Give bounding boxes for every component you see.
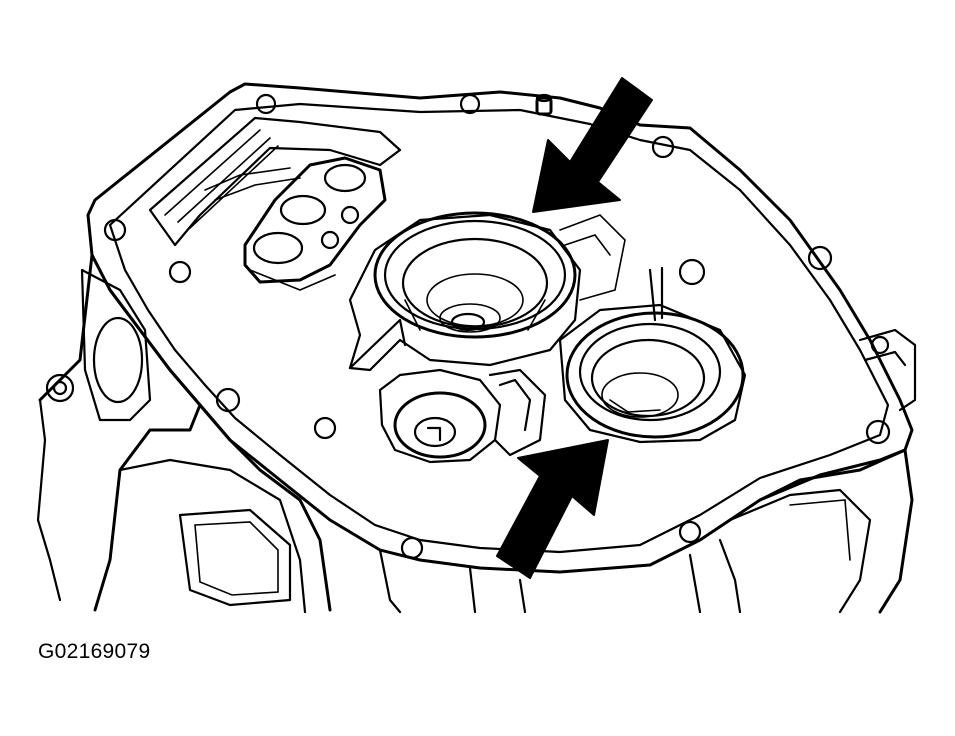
upper-bearing-bore [348,211,582,372]
bolt-holes [45,93,891,560]
oil-passage-cluster [243,156,387,291]
figure-code-label: G02169079 [38,640,151,663]
arrow-pointing-upper-bore [532,77,653,213]
arrow-pointing-lower-bore [496,439,609,579]
center-shaft-boss [378,214,626,464]
transmission-housing-illustration [36,77,917,614]
lower-bearing-bore [558,266,747,444]
housing-outline [36,82,917,614]
